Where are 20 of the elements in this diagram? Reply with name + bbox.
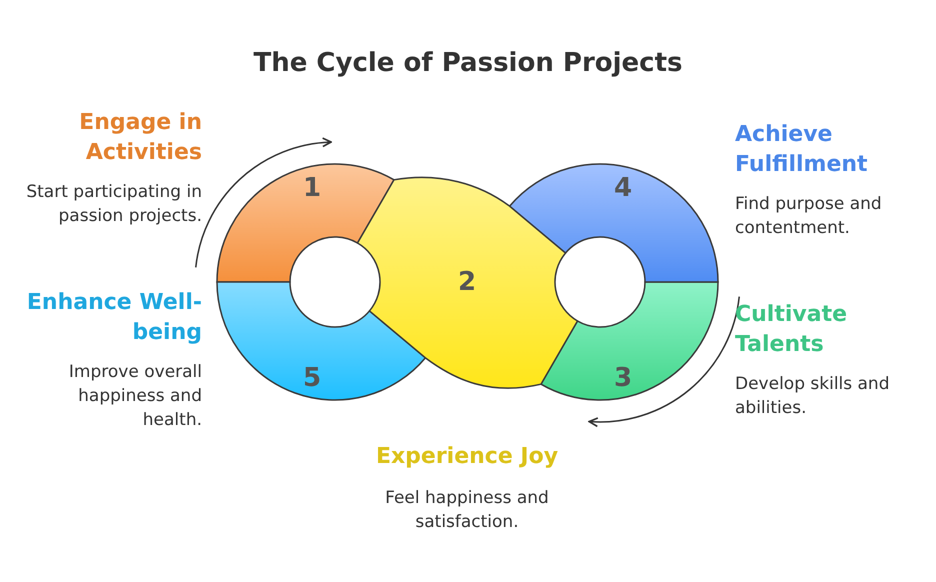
step-description: Develop skills and abilities.	[735, 373, 891, 420]
step-number: 3	[614, 365, 632, 391]
step-description: Improve overall happiness and health.	[68, 361, 202, 432]
step-heading: Experience Joy	[374, 443, 560, 471]
step-number: 4	[614, 175, 632, 201]
step-description: Start participating in passion projects.	[25, 181, 202, 228]
step-description: Find purpose and contentment.	[735, 193, 883, 240]
step-heading: Achieve Fulfillment	[735, 121, 869, 179]
step-description: Feel happiness and satisfaction.	[384, 487, 550, 534]
diagram-title: The Cycle of Passion Projects	[252, 48, 684, 78]
ring-segment	[216, 281, 427, 402]
step-heading: Engage in Activities	[78, 109, 202, 167]
step-heading: Cultivate Talents	[735, 301, 848, 359]
step-number: 2	[458, 269, 476, 295]
ring-segment	[540, 281, 720, 402]
step-number: 5	[302, 365, 322, 391]
step-number: 1	[302, 175, 322, 201]
step-heading: Enhance Well-being	[26, 289, 202, 347]
ring-segment	[216, 163, 396, 283]
ring-segment	[508, 163, 720, 283]
